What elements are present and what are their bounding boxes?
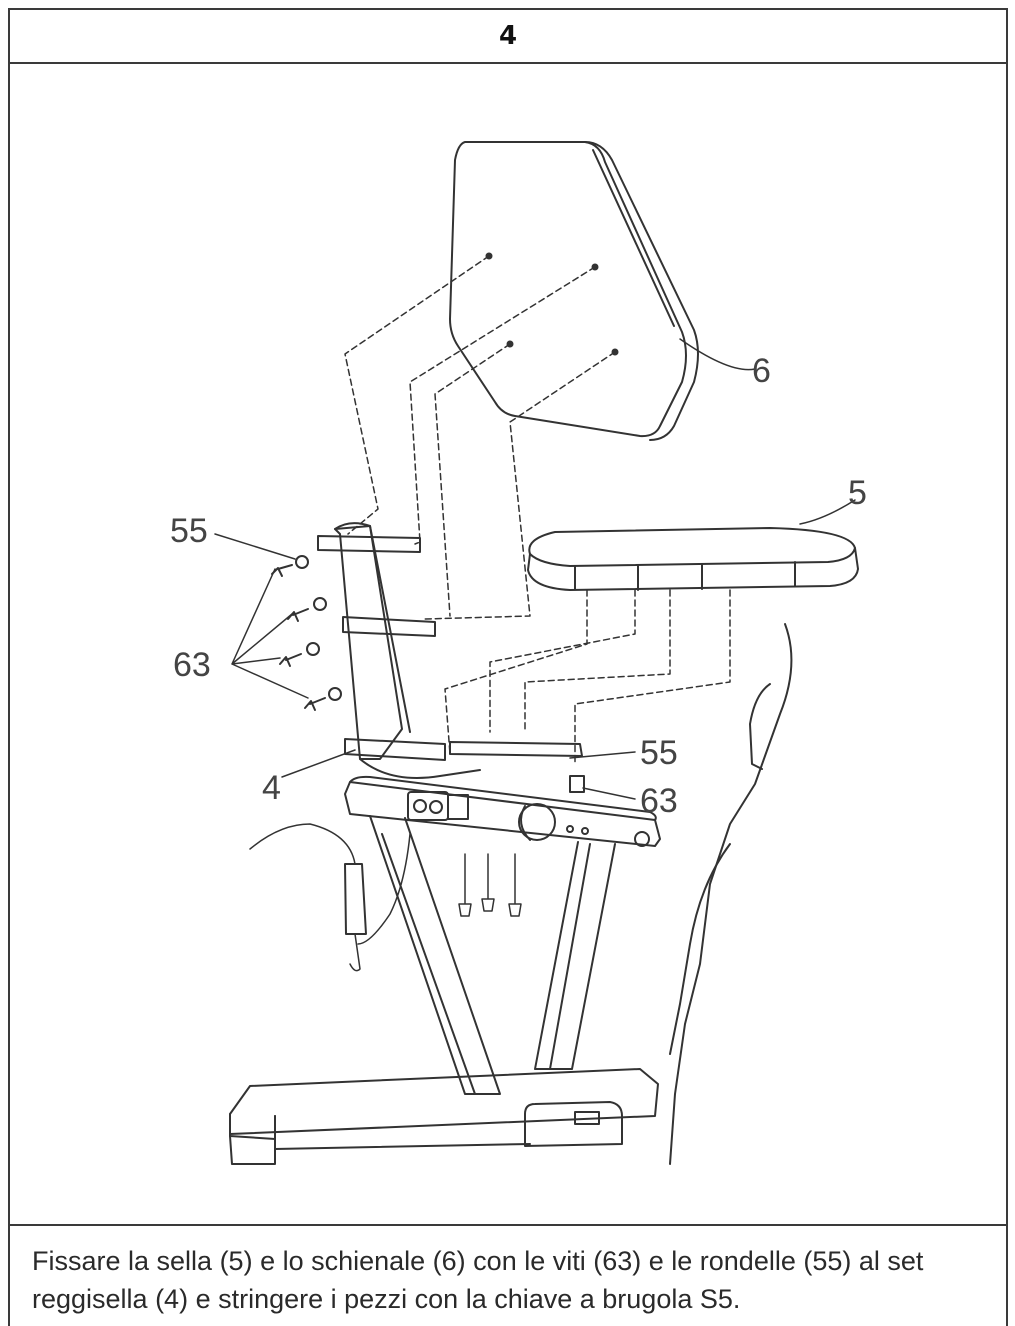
backrest-guide-lines — [344, 255, 616, 620]
right-fasteners — [569, 775, 585, 793]
backrest-part — [449, 141, 699, 441]
bike-frame — [229, 623, 793, 1165]
callout-backrest: 6 — [752, 352, 771, 390]
assembly-diagram: 6 5 55 63 4 55 63 — [10, 64, 1006, 1224]
callout-screw-right: 63 — [640, 782, 678, 820]
instruction-line-2: reggisella (4) e stringere i pezzi con l… — [32, 1284, 741, 1314]
seat-guide-lines — [444, 589, 731, 765]
callout-screws-left: 63 — [173, 646, 211, 684]
leader-lines — [214, 338, 856, 800]
instruction-line-1: Fissare la sella (5) e lo schienale (6) … — [32, 1246, 924, 1276]
instruction-panel: 4 — [8, 8, 1008, 1326]
seat-part — [527, 527, 859, 591]
callout-seat-post: 4 — [262, 769, 281, 807]
step-number: 4 — [10, 10, 1006, 64]
instruction-text: Fissare la sella (5) e lo schienale (6) … — [32, 1242, 992, 1318]
callout-washer-left: 55 — [170, 512, 208, 550]
callout-seat: 5 — [848, 474, 867, 512]
seat-post-part — [317, 522, 583, 779]
assembly-drawing: 6 5 55 63 4 55 63 — [170, 141, 867, 1165]
left-fasteners — [271, 555, 342, 711]
caption-divider — [10, 1224, 1006, 1226]
callout-washer-right: 55 — [640, 734, 678, 772]
